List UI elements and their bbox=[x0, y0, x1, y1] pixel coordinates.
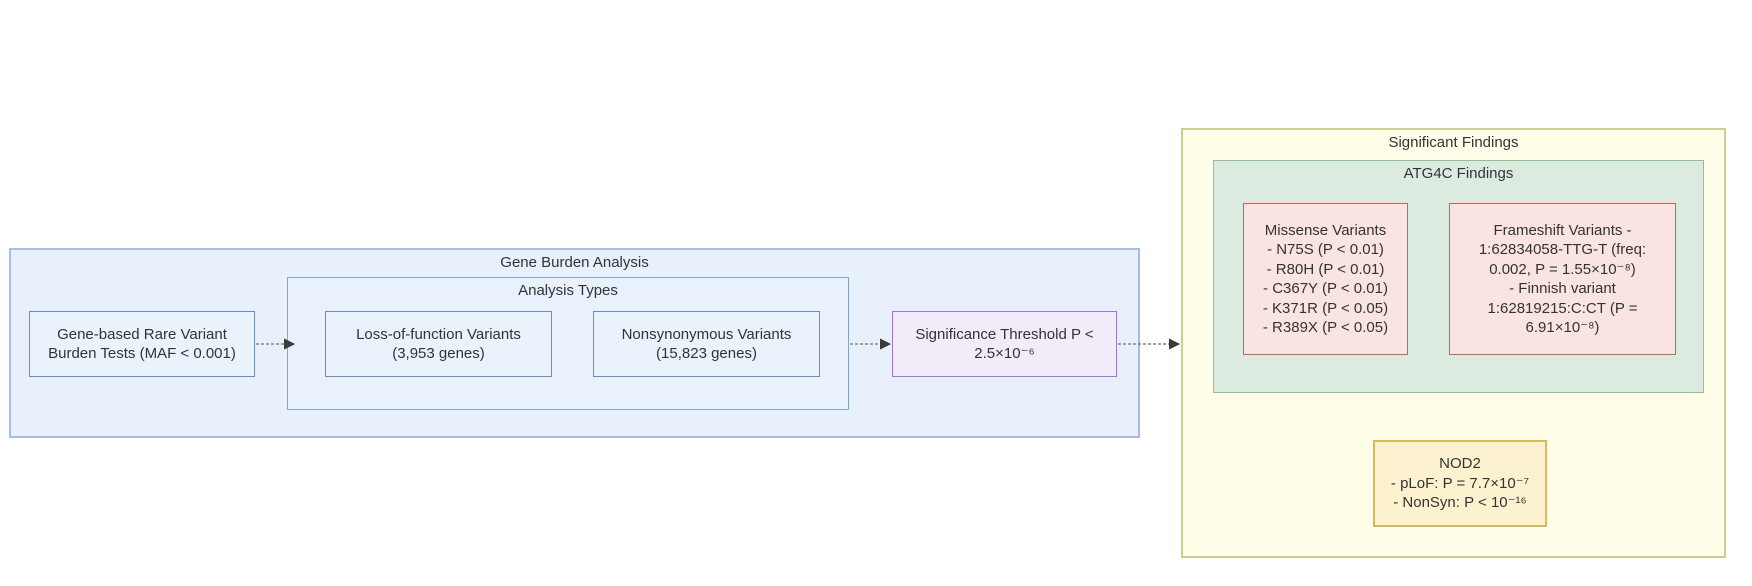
node-frameshift-variants: Frameshift Variants - 1:62834058-TTG-T (… bbox=[1449, 203, 1676, 355]
node-missense-variants: Missense Variants - N75S (P < 0.01) - R8… bbox=[1243, 203, 1408, 355]
node-burden-tests: Gene-based Rare Variant Burden Tests (MA… bbox=[29, 311, 255, 377]
node-significance-threshold: Significance Threshold P < 2.5×10⁻⁶ bbox=[892, 311, 1117, 377]
atg4c-findings-title: ATG4C Findings bbox=[1403, 165, 1514, 182]
node-nod2: NOD2 - pLoF: P = 7.7×10⁻⁷ - NonSyn: P < … bbox=[1373, 440, 1547, 527]
significant-findings-title: Significant Findings bbox=[1388, 134, 1519, 151]
node-lof-variants: Loss-of-function Variants (3,953 genes) bbox=[325, 311, 552, 377]
gene-burden-analysis-title: Gene Burden Analysis bbox=[500, 254, 649, 271]
node-nonsynonymous-variants: Nonsynonymous Variants (15,823 genes) bbox=[593, 311, 820, 377]
analysis-types-title: Analysis Types bbox=[518, 282, 618, 299]
